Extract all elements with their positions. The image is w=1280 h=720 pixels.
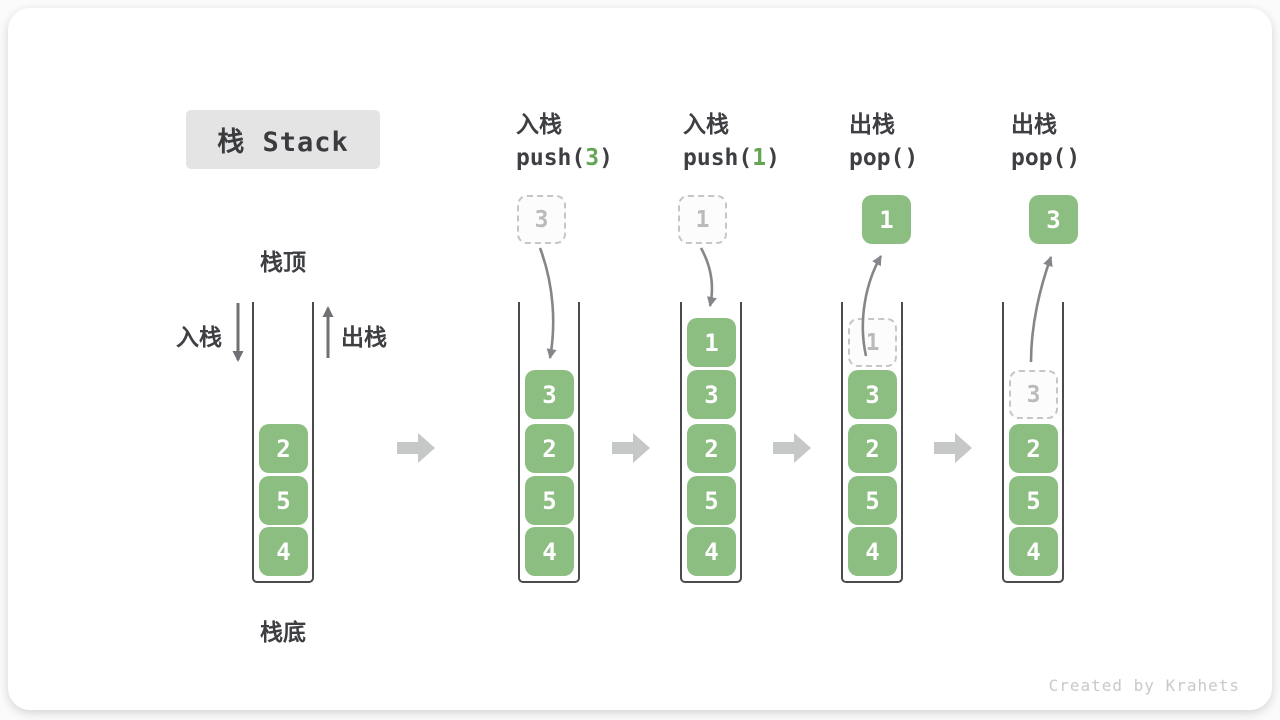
stack-container-initial bbox=[252, 302, 314, 583]
stack-cell: 5 bbox=[848, 476, 897, 525]
stack-cell: 5 bbox=[525, 476, 574, 525]
stack-cell: 2 bbox=[259, 424, 308, 473]
stack-cell: 2 bbox=[687, 424, 736, 473]
stack-cell: 4 bbox=[525, 527, 574, 576]
stack-top-label: 栈顶 bbox=[260, 249, 306, 275]
ghost-cell: 1 bbox=[848, 318, 897, 367]
stack-container-after-pop-1 bbox=[841, 302, 903, 583]
op-code-label: pop() bbox=[849, 145, 919, 171]
op-name-label: 出栈 bbox=[1011, 111, 1057, 137]
incoming-cell: 3 bbox=[517, 195, 566, 244]
op-name-label: 入栈 bbox=[516, 111, 562, 137]
op-header-push-3: 入栈 push(3) bbox=[516, 107, 686, 175]
op-name-label: 出栈 bbox=[849, 111, 895, 137]
page-title: 栈 Stack bbox=[186, 110, 380, 169]
stack-container-after-push-3 bbox=[518, 302, 580, 583]
watermark: Created by Krahets bbox=[1048, 676, 1240, 695]
stack-cell: 2 bbox=[1009, 424, 1058, 473]
stack-cell: 5 bbox=[1009, 476, 1058, 525]
op-header-pop-2: 出栈 pop() bbox=[1011, 107, 1181, 175]
popped-cell: 1 bbox=[862, 195, 911, 244]
stack-cell: 3 bbox=[687, 370, 736, 419]
ghost-cell: 3 bbox=[1009, 370, 1058, 419]
op-code-label: push(3) bbox=[516, 145, 613, 171]
stack-cell: 3 bbox=[525, 370, 574, 419]
op-code-label: pop() bbox=[1011, 145, 1081, 171]
op-arg: 3 bbox=[585, 145, 600, 171]
stack-cell: 4 bbox=[259, 527, 308, 576]
incoming-cell: 1 bbox=[678, 195, 727, 244]
stack-container-after-pop-3 bbox=[1002, 302, 1064, 583]
stack-bottom-label: 栈底 bbox=[260, 619, 306, 645]
stack-cell: 4 bbox=[1009, 527, 1058, 576]
stack-cell: 5 bbox=[259, 476, 308, 525]
stack-cell: 4 bbox=[848, 527, 897, 576]
stack-container-after-push-1 bbox=[680, 302, 742, 583]
stack-cell: 3 bbox=[848, 370, 897, 419]
popped-cell: 3 bbox=[1029, 195, 1078, 244]
stack-cell: 4 bbox=[687, 527, 736, 576]
stack-cell: 5 bbox=[687, 476, 736, 525]
op-code-label: push(1) bbox=[683, 145, 780, 171]
op-header-push-1: 入栈 push(1) bbox=[683, 107, 853, 175]
stack-cell: 2 bbox=[525, 424, 574, 473]
op-header-pop-1: 出栈 pop() bbox=[849, 107, 1019, 175]
pop-direction-label: 出栈 bbox=[341, 324, 387, 350]
op-arg: 1 bbox=[752, 145, 767, 171]
op-name-label: 入栈 bbox=[683, 111, 729, 137]
push-direction-label: 入栈 bbox=[176, 324, 222, 350]
stack-cell: 2 bbox=[848, 424, 897, 473]
stack-cell: 1 bbox=[687, 318, 736, 367]
